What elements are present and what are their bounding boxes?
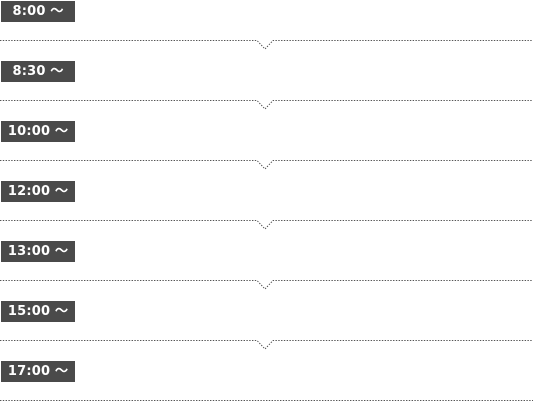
arrow-divider-line xyxy=(0,40,533,50)
time-badge: 17:00 〜 xyxy=(1,361,75,382)
schedule-item: 13:00 〜 xyxy=(0,240,533,300)
arrow-divider-line xyxy=(0,220,533,230)
schedule-item: 8:00 〜 xyxy=(0,0,533,60)
schedule-item: 12:00 〜 xyxy=(0,180,533,240)
schedule-item: 17:00 〜 xyxy=(0,360,533,420)
arrow-divider-line xyxy=(0,280,533,290)
arrow-divider-line xyxy=(0,340,533,350)
time-badge: 8:30 〜 xyxy=(1,61,75,82)
schedule-item: 15:00 〜 xyxy=(0,300,533,360)
schedule-timeline: 8:00 〜 8:30 〜 10:00 〜 12:00 〜 13:00 〜 15… xyxy=(0,0,533,401)
time-badge: 13:00 〜 xyxy=(1,241,75,262)
schedule-item: 10:00 〜 xyxy=(0,120,533,180)
time-badge: 8:00 〜 xyxy=(1,1,75,22)
arrow-divider xyxy=(0,160,533,170)
schedule-item: 8:30 〜 xyxy=(0,60,533,120)
time-badge: 15:00 〜 xyxy=(1,301,75,322)
arrow-divider xyxy=(0,100,533,110)
arrow-divider-line xyxy=(0,160,533,170)
time-badge: 12:00 〜 xyxy=(1,181,75,202)
arrow-divider xyxy=(0,40,533,50)
arrow-divider xyxy=(0,220,533,230)
arrow-divider xyxy=(0,340,533,350)
arrow-divider xyxy=(0,280,533,290)
time-badge: 10:00 〜 xyxy=(1,121,75,142)
end-divider xyxy=(0,400,533,401)
arrow-divider-line xyxy=(0,100,533,110)
